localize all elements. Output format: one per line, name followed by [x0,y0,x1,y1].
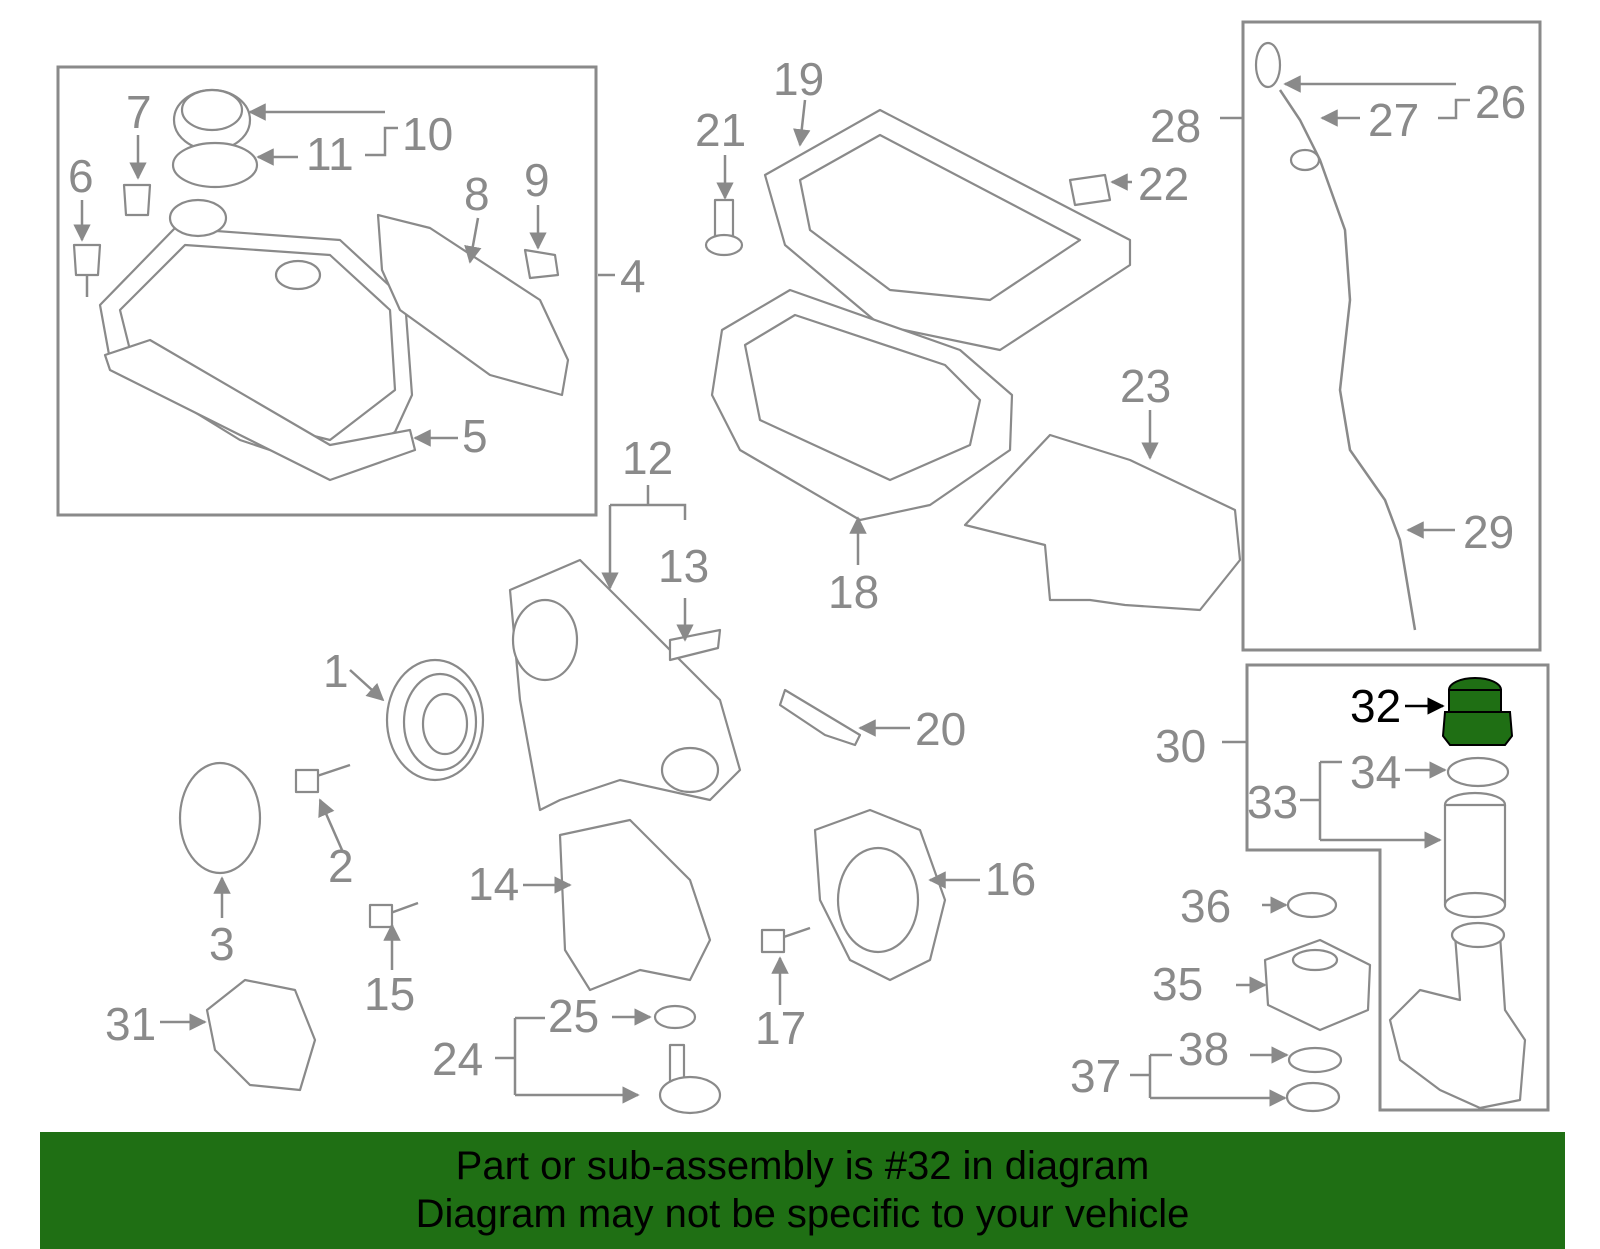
banner-line-1: Part or sub-assembly is #32 in diagram [455,1144,1150,1188]
callout-20: 20 [915,703,966,755]
callout-16: 16 [985,853,1036,905]
callout-1: 1 [323,645,349,697]
cover-bolt-15-part [368,901,419,929]
callout-5: 5 [462,410,488,462]
sealant-tube-part [778,688,862,747]
sensor-seal-part [653,1004,697,1030]
callout-7: 7 [126,86,152,138]
oil-cooler-part [1263,938,1372,1032]
valve-cover-part [98,198,414,472]
callout-12: 12 [622,432,673,484]
callout-4: 4 [620,250,646,302]
part-info-banner: Part or sub-assembly is #32 in diagram D… [40,1132,1565,1249]
callout-10: 10 [402,108,453,160]
drain-plug-part [1068,173,1112,207]
cap-o-ring-part [1446,756,1510,788]
timing-belt-cover-part [508,558,742,812]
cooler-seal-part [1286,891,1338,919]
crankshaft-pulley-part [385,658,485,782]
callout-30: 30 [1155,720,1206,772]
sensor-part [72,243,102,297]
upper-oil-pan-part [763,108,1132,352]
callout-27: 27 [1368,94,1419,146]
callout-36: 36 [1180,880,1231,932]
housing-seal-kit-part [1285,1081,1341,1113]
dipstick-group-frame [1241,20,1542,652]
oil-pump-part [205,978,317,1092]
oil-filter-cap-part[interactable] [1441,677,1514,746]
banner-line-2: Diagram may not be specific to your vehi… [415,1192,1190,1236]
lower-timing-cover-part [558,818,712,992]
callout-22: 22 [1138,158,1189,210]
oil-level-sensor-part [658,1043,722,1115]
callout-8: 8 [464,168,490,220]
housing-gasket-part [1287,1046,1343,1074]
pulley-bolt-part [294,763,351,794]
callout-37: 37 [1070,1050,1121,1102]
callout-6: 6 [68,150,94,202]
callout-23: 23 [1120,360,1171,412]
callout-11: 11 [306,128,354,180]
callout-3: 3 [209,918,235,970]
callout-32[interactable]: 32 [1350,680,1401,732]
callout-24: 24 [432,1033,483,1085]
pan-bolt-part [704,198,744,257]
callout-25: 25 [548,990,599,1042]
seal-plug-part [178,761,262,875]
lower-oil-pan-part [710,288,1014,522]
oil-filter-group-frame [1245,663,1550,1112]
callout-15: 15 [364,968,415,1020]
callout-38: 38 [1178,1023,1229,1075]
callout-28: 28 [1150,100,1201,152]
callout-19: 19 [773,53,824,105]
oil-baffle-part [963,433,1242,612]
breather-plug-part [122,183,152,217]
callout-14: 14 [468,858,519,910]
callout-18: 18 [828,566,879,618]
callout-13: 13 [658,540,709,592]
leader-lines [73,75,1470,1107]
valve-cover-group-frame [56,65,598,517]
callout-35: 35 [1152,958,1203,1010]
cover-bolt-17-part [760,926,811,954]
cover-bolt-part [523,248,560,280]
filter-housing-part [1388,921,1527,1110]
cover-clip-part [668,628,722,662]
cover-gasket-part [103,338,417,482]
rear-timing-cover-part [813,808,947,982]
callout-21: 21 [695,104,746,156]
callout-29: 29 [1463,506,1514,558]
callout-33: 33 [1247,776,1298,828]
dipstick-part [1254,41,1417,631]
oil-filter-element-part [1443,791,1507,919]
callout-26: 26 [1475,76,1526,128]
callout-9: 9 [524,154,550,206]
callout-17: 17 [755,1002,806,1054]
oil-filler-cap-part [171,88,259,189]
callout-31: 31 [105,998,156,1050]
callout-34: 34 [1350,746,1401,798]
